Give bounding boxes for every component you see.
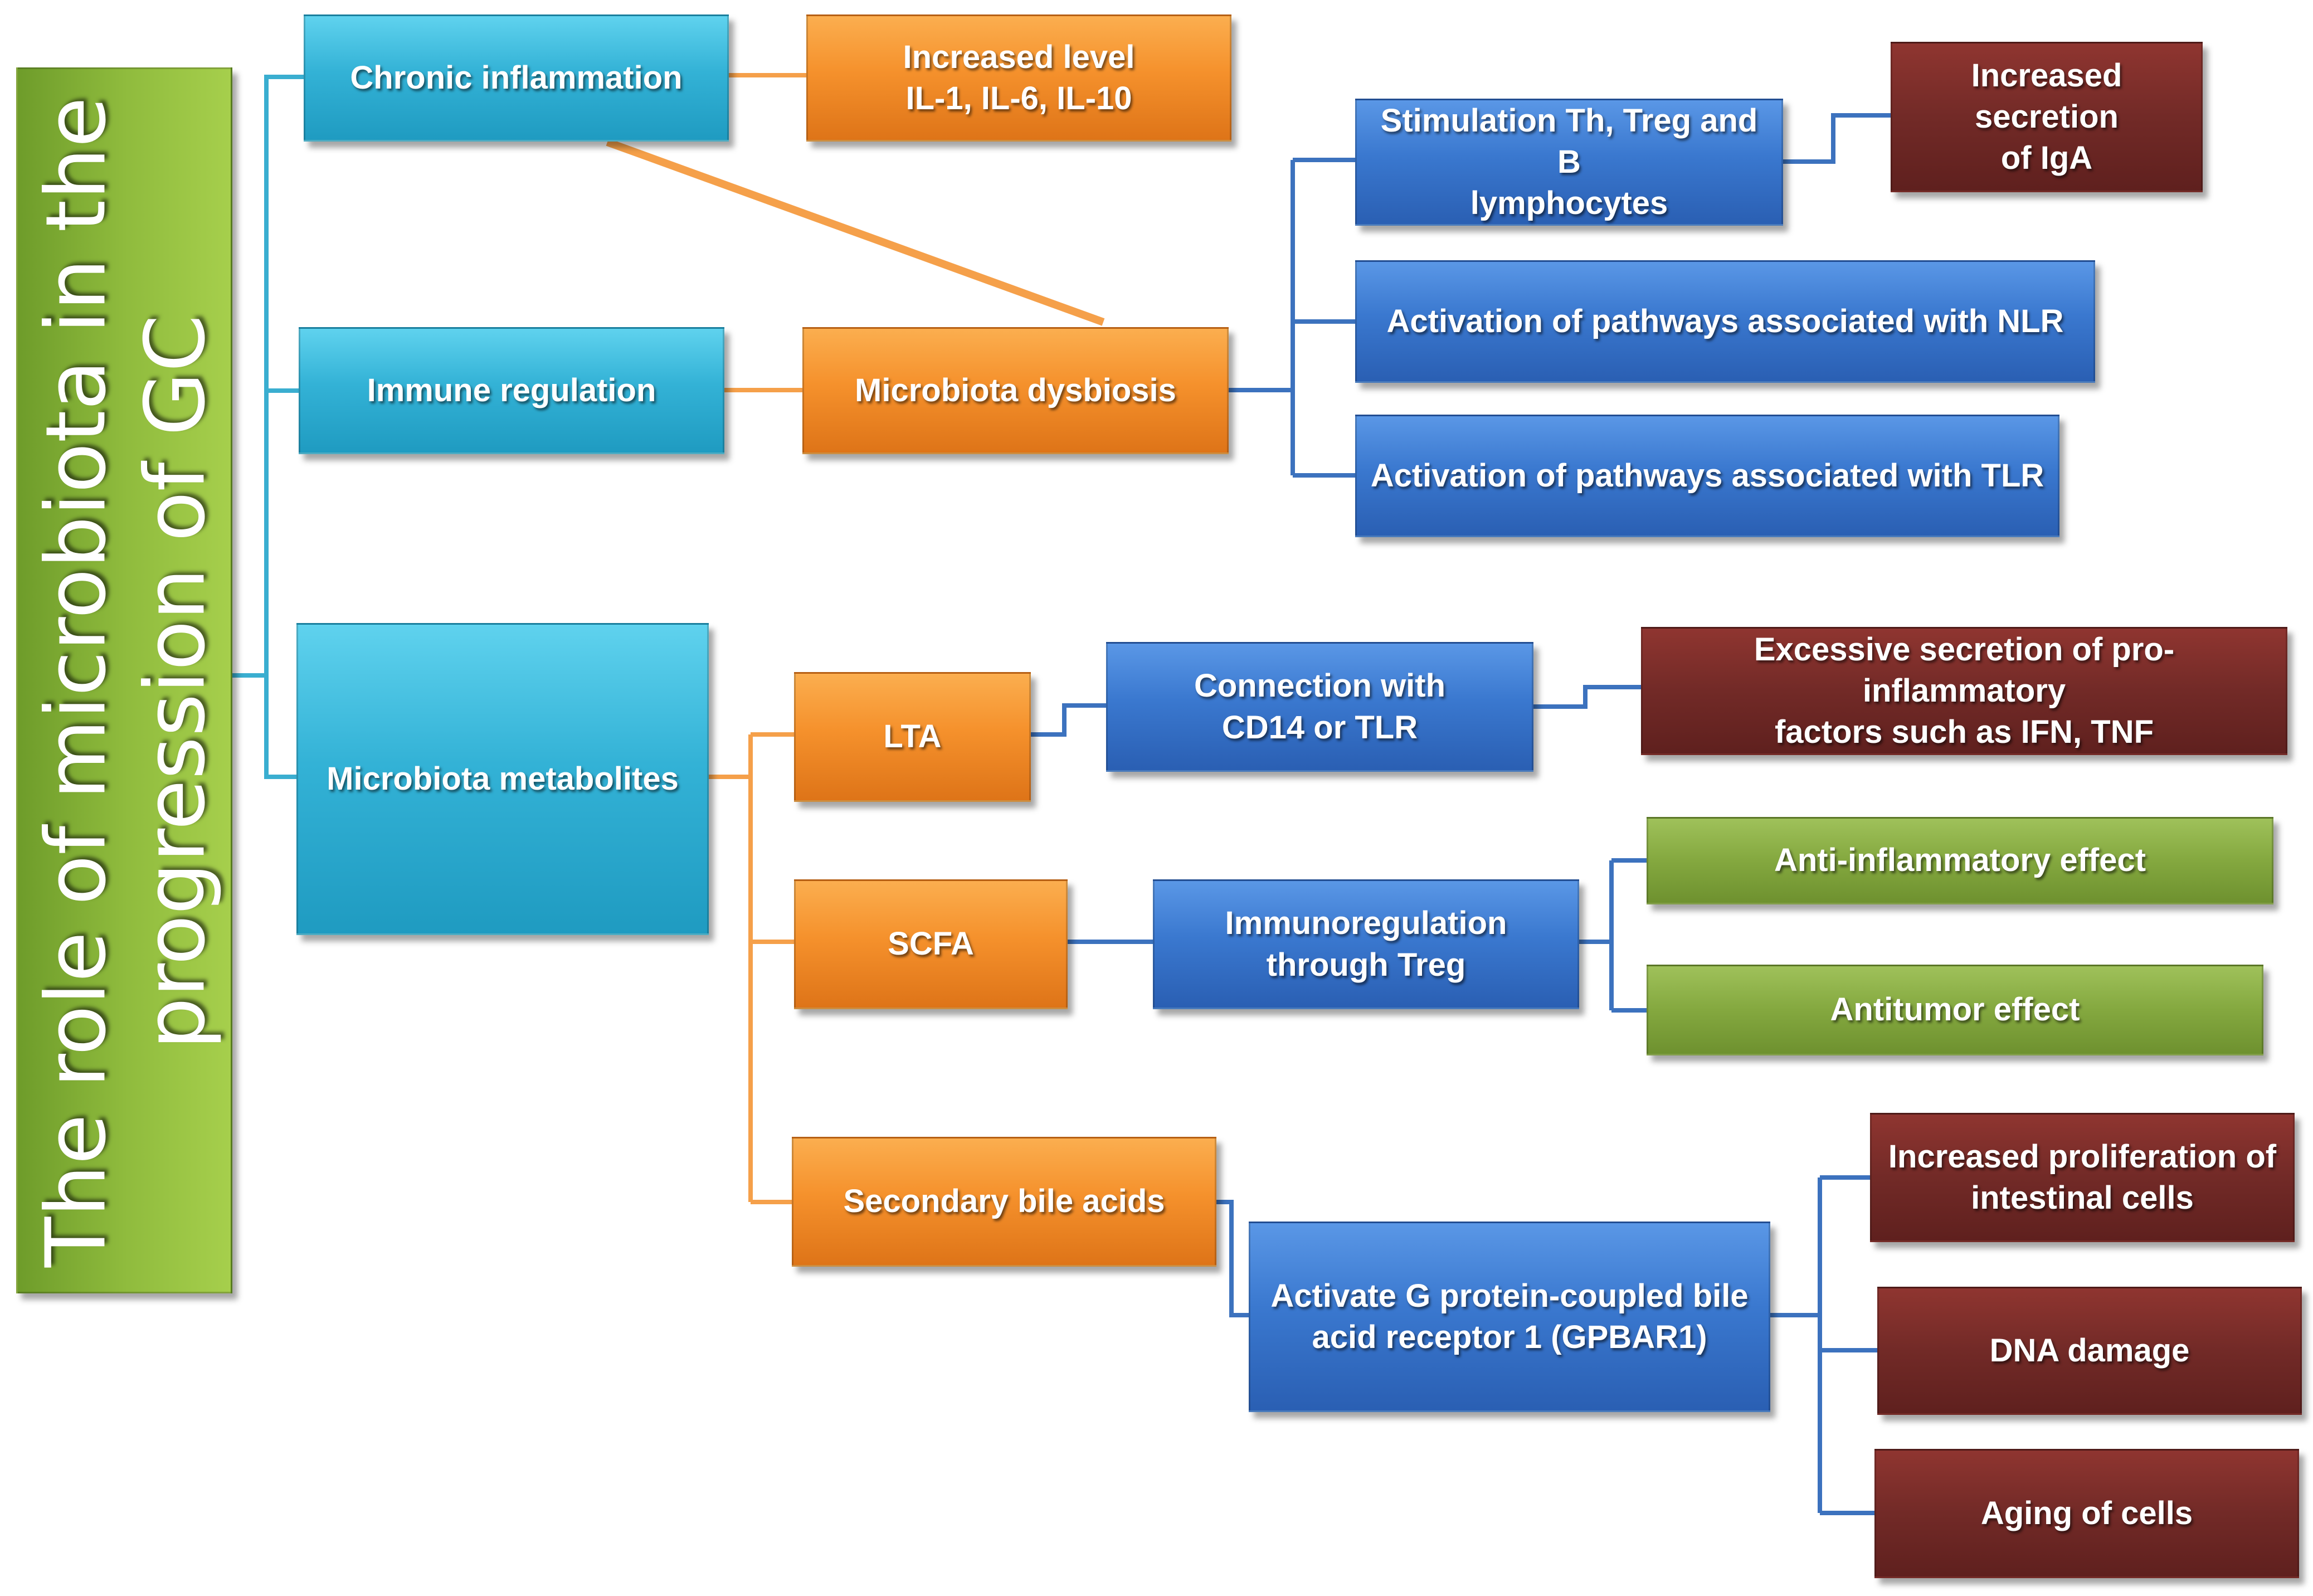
node-anti-inflammatory-label: Anti-inflammatory effect (1774, 842, 2146, 879)
node-microbiota-metabolites-label: Microbiota metabolites (327, 760, 679, 797)
node-scfa: SCFA (794, 879, 1068, 1009)
connector-stimulation-iga (1783, 113, 1891, 164)
node-microbiota-metabolites: Microbiota metabolites (296, 623, 709, 935)
node-dna-damage-label: DNA damage (1989, 1332, 2190, 1369)
node-microbiota-dysbiosis-label: Microbiota dysbiosis (855, 372, 1176, 408)
diagram-title-line-2: progression of GC (127, 314, 223, 1050)
node-gpbar1: Activate G protein-coupled bile acid rec… (1249, 1222, 1770, 1412)
node-proliferation-line-2: intestinal cells (1971, 1180, 2194, 1216)
title-to-level1-connectors (232, 75, 304, 779)
node-antitumor-effect: Antitumor effect (1647, 965, 2263, 1055)
diagram-title-box: The role of microbiota in the progressio… (16, 67, 232, 1293)
connector-cd14-excessive (1533, 685, 1641, 709)
node-excessive-secretion: Excessive secretion of pro-inflammatory … (1641, 627, 2287, 755)
node-stimulation-line-1: Stimulation Th, Treg and B (1380, 102, 1758, 180)
node-aging-label: Aging of cells (1980, 1495, 2193, 1531)
node-chronic-inflammation: Chronic inflammation (304, 14, 729, 142)
node-stimulation-lymphocytes: Stimulation Th, Treg and B lymphocytes (1355, 99, 1783, 226)
node-proliferation-line-1: Increased proliferation of (1888, 1138, 2277, 1175)
node-tlr-pathways: Activation of pathways associated with T… (1355, 415, 2059, 537)
node-microbiota-dysbiosis: Microbiota dysbiosis (802, 327, 1229, 454)
node-cd14-line-2: CD14 or TLR (1221, 709, 1418, 746)
node-immune-regulation: Immune regulation (299, 327, 724, 454)
diagram-title-line-1: The role of microbiota in the (28, 96, 124, 1268)
node-immunoregulation-line-1: Immunoregulation (1225, 905, 1507, 942)
node-lta: LTA (794, 672, 1031, 802)
node-increased-level: Increased level IL-1, IL-6, IL-10 (806, 14, 1231, 142)
node-secondary-bile-acids-label: Secondary bile acids (843, 1183, 1165, 1220)
node-excessive-line-1: Excessive secretion of pro-inflammatory (1754, 631, 2175, 709)
node-increased-level-line-2: IL-1, IL-6, IL-10 (905, 80, 1132, 116)
connector-lta-cd14 (1031, 703, 1106, 737)
node-nlr-pathways: Activation of pathways associated with N… (1355, 260, 2095, 383)
node-iga-line-1: Increased secretion (1971, 57, 2122, 135)
node-cd14-connection: Connection with CD14 or TLR (1106, 642, 1533, 772)
node-aging-of-cells: Aging of cells (1874, 1449, 2299, 1578)
node-gpbar1-line-1: Activate G protein-coupled bile (1270, 1277, 1749, 1314)
node-immune-regulation-label: Immune regulation (367, 372, 656, 408)
node-nlr-pathways-label: Activation of pathways associated with N… (1386, 303, 2064, 339)
node-iga-line-2: of IgA (2000, 140, 2093, 177)
node-secondary-bile-acids: Secondary bile acids (792, 1137, 1216, 1267)
node-immunoregulation-treg: Immunoregulation through Treg (1153, 879, 1579, 1009)
connector-bile-gpbar1 (1216, 1200, 1249, 1317)
node-gpbar1-line-2: acid receptor 1 (GPBAR1) (1312, 1319, 1707, 1355)
orange-connectors (606, 73, 1105, 1204)
diagram-title: The role of microbiota in the progressio… (27, 69, 225, 1295)
node-chronic-inflammation-label: Chronic inflammation (350, 59, 683, 96)
node-increased-level-line-1: Increased level (903, 38, 1135, 75)
node-excessive-line-2: factors such as IFN, TNF (1774, 714, 2154, 751)
node-cell-proliferation: Increased proliferation of intestinal ce… (1870, 1113, 2295, 1242)
node-iga-secretion: Increased secretion of IgA (1891, 42, 2203, 192)
blue-connectors (1031, 113, 1891, 1515)
node-scfa-label: SCFA (888, 926, 974, 962)
connector-title-chronic (232, 75, 304, 678)
connector-chronic-dysbiosis (606, 138, 1105, 326)
node-tlr-pathways-label: Activation of pathways associated with T… (1370, 457, 2044, 494)
node-anti-inflammatory-effect: Anti-inflammatory effect (1647, 817, 2273, 904)
node-lta-label: LTA (883, 718, 942, 755)
node-immunoregulation-line-2: through Treg (1266, 946, 1466, 983)
node-stimulation-line-2: lymphocytes (1470, 185, 1668, 222)
node-dna-damage: DNA damage (1877, 1287, 2302, 1415)
node-cd14-line-1: Connection with (1194, 668, 1446, 704)
node-antitumor-label: Antitumor effect (1830, 991, 2080, 1028)
connector-title-metabolites (264, 675, 296, 779)
